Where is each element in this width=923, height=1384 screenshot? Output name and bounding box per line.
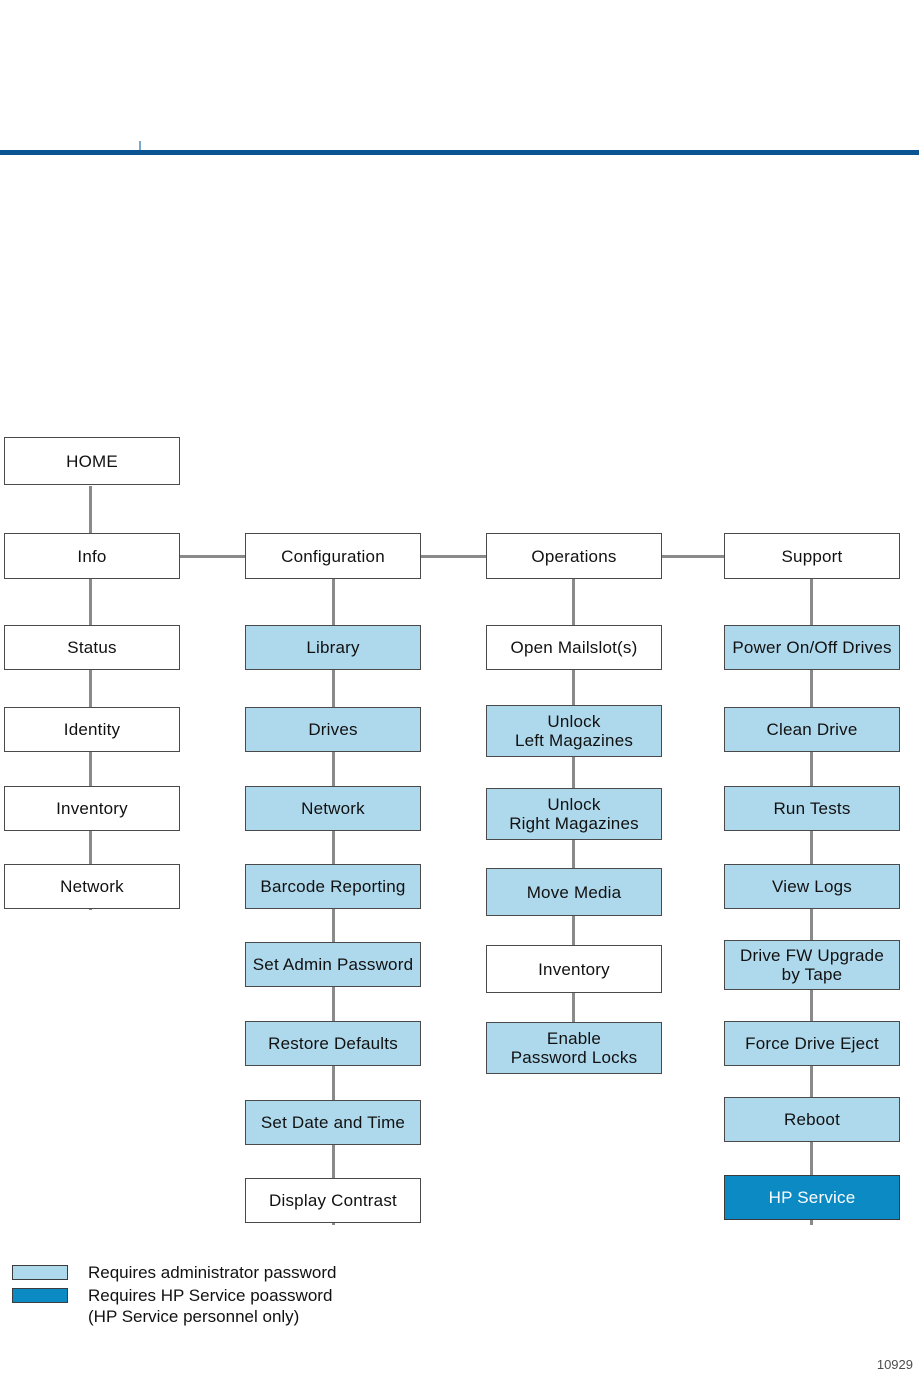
node-operations[interactable]: Operations [486, 533, 662, 579]
table-cell [139, 69, 919, 105]
legend-label-admin: Requires administrator password [88, 1263, 337, 1282]
node-operations-inventory[interactable]: Inventory [486, 945, 662, 993]
legend-swatch-hp-service-icon [12, 1288, 68, 1303]
legend: Requires administrator password Requires… [12, 1262, 512, 1329]
node-configuration-set-admin-password[interactable]: Set Admin Password [245, 942, 421, 987]
legend-label-hp-service: Requires HP Service poassword (HP Servic… [88, 1286, 333, 1326]
node-info-status[interactable]: Status [4, 625, 180, 670]
node-configuration-restore-defaults[interactable]: Restore Defaults [245, 1021, 421, 1066]
node-configuration-set-date-and-time[interactable]: Set Date and Time [245, 1100, 421, 1145]
node-info-network[interactable]: Network [4, 864, 180, 909]
node-configuration-barcode-reporting[interactable]: Barcode Reporting [245, 864, 421, 909]
node-support-drive-fw-upgrade-by-tape[interactable]: Drive FW Upgrade by Tape [724, 940, 900, 990]
node-info-inventory[interactable]: Inventory [4, 786, 180, 831]
table-cell [139, 33, 919, 69]
node-home[interactable]: HOME [4, 437, 180, 485]
node-configuration-drives[interactable]: Drives [245, 707, 421, 752]
table-row [0, 33, 919, 69]
node-configuration-library[interactable]: Library [245, 625, 421, 670]
connector-info-to-configuration [178, 555, 247, 558]
legend-swatch-admin-icon [12, 1265, 68, 1280]
node-configuration-display-contrast[interactable]: Display Contrast [245, 1178, 421, 1223]
table-cell [0, 33, 139, 69]
figure-id: 10929 [876, 1357, 913, 1372]
connector-home-to-info [89, 486, 92, 534]
node-support[interactable]: Support [724, 533, 900, 579]
node-operations-move-media[interactable]: Move Media [486, 868, 662, 916]
legend-item-hp-service: Requires HP Service poassword (HP Servic… [12, 1285, 512, 1327]
node-operations-open-mailslots[interactable]: Open Mailslot(s) [486, 625, 662, 670]
node-operations-enable-password-locks[interactable]: Enable Password Locks [486, 1022, 662, 1074]
table-cell [139, 105, 919, 141]
node-support-clean-drive[interactable]: Clean Drive [724, 707, 900, 752]
table-cell [0, 105, 139, 141]
table-row [0, 69, 919, 105]
node-support-power-on-off-drives[interactable]: Power On/Off Drives [724, 625, 900, 670]
legend-item-admin: Requires administrator password [12, 1262, 512, 1283]
table-bottom-rule [0, 150, 919, 155]
node-info[interactable]: Info [4, 533, 180, 579]
connector-configuration-to-operations [421, 555, 488, 558]
node-support-view-logs[interactable]: View Logs [724, 864, 900, 909]
document-table [0, 33, 919, 141]
node-configuration-network[interactable]: Network [245, 786, 421, 831]
node-info-identity[interactable]: Identity [4, 707, 180, 752]
node-support-reboot[interactable]: Reboot [724, 1097, 900, 1142]
node-operations-unlock-left-magazines[interactable]: Unlock Left Magazines [486, 705, 662, 757]
table-cell [0, 69, 139, 105]
node-operations-unlock-right-magazines[interactable]: Unlock Right Magazines [486, 788, 662, 840]
node-support-force-drive-eject[interactable]: Force Drive Eject [724, 1021, 900, 1066]
node-support-hp-service[interactable]: HP Service [724, 1175, 900, 1220]
node-support-run-tests[interactable]: Run Tests [724, 786, 900, 831]
connector-operations-to-support [660, 555, 726, 558]
node-configuration[interactable]: Configuration [245, 533, 421, 579]
table-row [0, 105, 919, 141]
